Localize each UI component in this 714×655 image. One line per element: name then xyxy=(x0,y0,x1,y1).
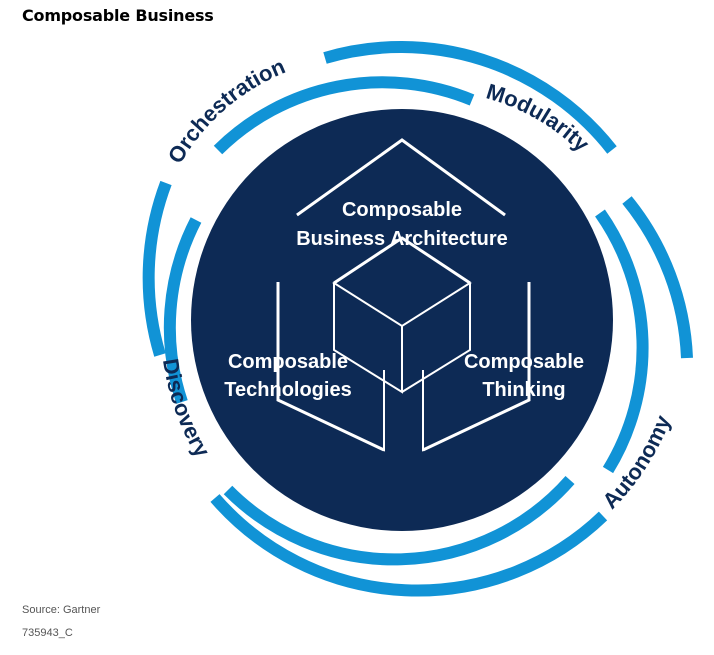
core-circle xyxy=(191,109,613,531)
page-title: Composable Business xyxy=(22,6,214,25)
source-note: Source: Gartner xyxy=(22,604,101,616)
technologies-label-line1: Composable xyxy=(228,351,348,373)
inner-ring-bottom-arc xyxy=(223,476,575,566)
inner-ring xyxy=(163,76,649,566)
figure-code: 735943_C xyxy=(22,627,73,639)
thinking-label-line2: Thinking xyxy=(482,379,565,401)
architecture-label-line2: Business Architecture xyxy=(296,228,508,250)
inner-ring-right-arc xyxy=(595,209,649,474)
outer-ring-top-arc xyxy=(323,41,617,154)
outer-ring-right-arc xyxy=(622,196,693,359)
outer-ring xyxy=(142,41,693,597)
architecture-label-line1: Composable xyxy=(342,199,462,221)
outer-ring-left-arc xyxy=(142,180,172,357)
inner-ring-top-arc xyxy=(213,76,475,155)
inner-ring-left-arc xyxy=(163,217,202,404)
technologies-label-line2: Technologies xyxy=(224,379,351,401)
cube-right-face xyxy=(401,283,471,393)
cube-illustration-thick xyxy=(276,138,531,452)
thinking-label-line1: Composable xyxy=(464,351,584,373)
outer-ring-bottom-arc xyxy=(210,494,608,597)
cube-left-face xyxy=(333,283,403,394)
